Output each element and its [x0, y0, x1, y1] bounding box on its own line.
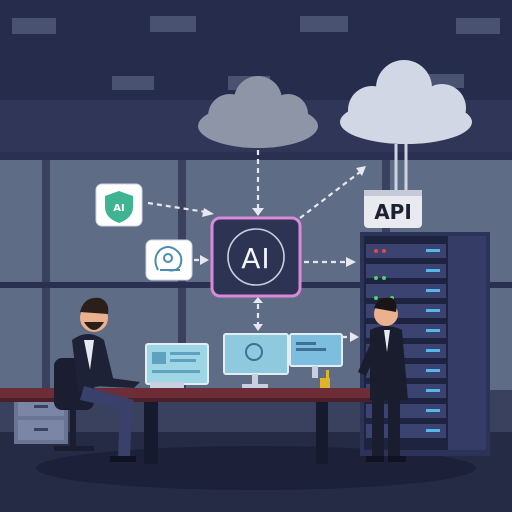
desk — [0, 388, 372, 464]
ai-core-label: AI — [241, 242, 270, 275]
shield-icon — [105, 191, 133, 223]
ai-core-ring — [227, 228, 285, 286]
brain-badge — [145, 239, 193, 281]
shield-badge: AI — [95, 183, 143, 227]
monitor-icon — [289, 333, 343, 378]
brain-icon — [154, 246, 183, 272]
api-sign-label: API — [374, 200, 412, 224]
ai-core-box: AI — [210, 216, 302, 298]
seated-person — [54, 297, 140, 462]
security-badge-label: AI — [113, 203, 124, 214]
api-sign-icon: API — [364, 190, 422, 228]
connector-arrowheads — [200, 166, 366, 342]
lamp-icon — [320, 370, 330, 388]
cloud-cables — [394, 144, 408, 192]
server-rack-icon — [360, 232, 490, 456]
monitor-icon — [145, 343, 209, 388]
standing-person — [358, 297, 408, 462]
connector-lines — [147, 150, 361, 339]
monitor-icon — [223, 333, 289, 388]
cloud-icon — [198, 76, 318, 148]
cloud-icon — [340, 60, 472, 144]
